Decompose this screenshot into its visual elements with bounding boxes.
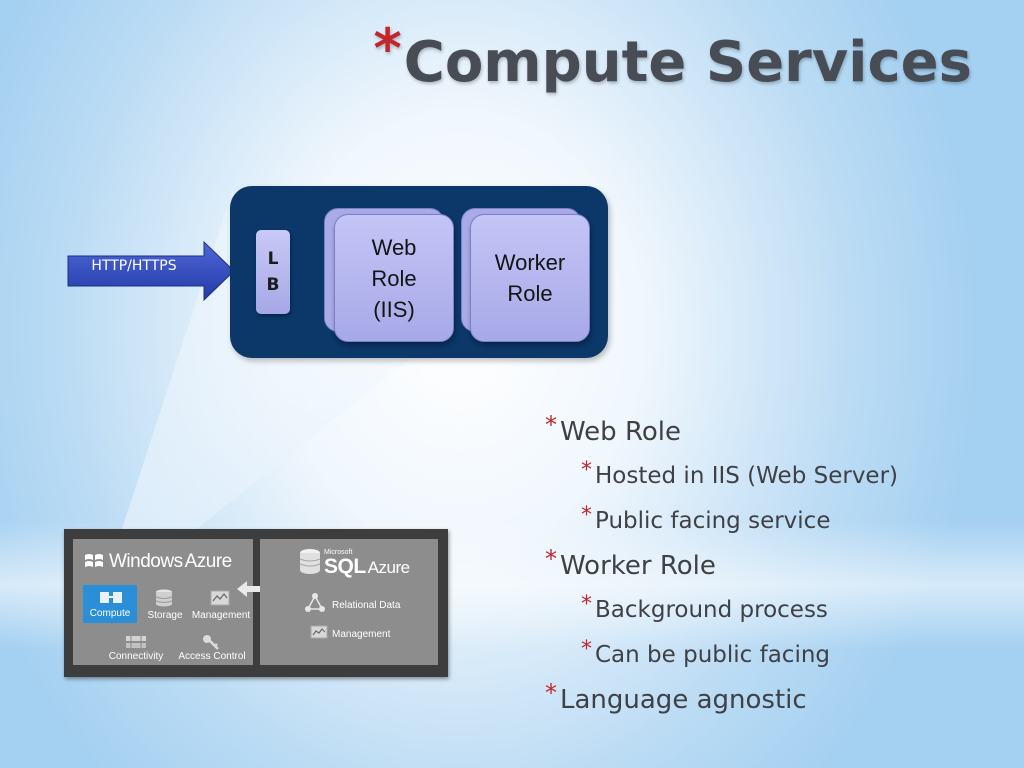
storage-icon — [155, 589, 173, 607]
storage-label: Storage — [147, 610, 183, 621]
bullet-marker: * — [581, 592, 592, 617]
bullet-text: Background process — [595, 597, 828, 623]
brand-sql: SQL — [324, 555, 366, 578]
sql-management-label: Management — [332, 629, 391, 640]
bullet-marker: * — [545, 679, 557, 707]
cloud-service-box: L B Web Role (IIS) Worker Role — [230, 186, 608, 358]
title-text: Compute Services — [403, 30, 972, 95]
sub-bullet-item: *Background process — [545, 588, 1005, 633]
microsoft-label: Microsoft — [324, 549, 353, 556]
bullet-marker: * — [545, 545, 557, 573]
http-https-label: HTTP/HTTPS — [91, 258, 177, 274]
access-control-icon — [203, 635, 219, 650]
management-icon — [210, 590, 230, 606]
compute-label: Compute — [89, 608, 131, 619]
connectivity-label: Connectivity — [108, 651, 164, 662]
connectivity-icon — [126, 634, 146, 650]
worker-role-box: Worker Role — [470, 214, 590, 342]
web-role-line-2: Role — [371, 265, 417, 291]
bullet-list: *Web Role *Hosted in IIS (Web Server) *P… — [545, 410, 1005, 722]
brand-sql-azure: Azure — [367, 558, 410, 577]
sql-management-icon — [310, 625, 328, 639]
sql-cylinder-icon — [299, 549, 321, 574]
bullet-marker: * — [581, 637, 592, 662]
bullet-marker: * — [581, 503, 592, 528]
slide-title: *Compute Services — [373, 17, 972, 95]
http-arrow-icon — [67, 240, 235, 302]
sub-bullet-item: *Can be public facing — [545, 633, 1005, 678]
management-label: Management — [191, 610, 251, 621]
load-balancer: L B — [256, 230, 290, 314]
compute-icon — [100, 592, 122, 603]
compute-highlight — [83, 585, 137, 623]
worker-role-line-2: Role — [507, 281, 553, 306]
worker-role-line-1: Worker — [494, 250, 566, 275]
sub-bullet-item: *Public facing service — [545, 499, 1005, 544]
relational-data-icon — [305, 593, 325, 612]
web-role-box: Web Role (IIS) — [334, 214, 454, 342]
bullet-text: Language agnostic — [560, 685, 807, 715]
bullet-item: *Worker Role — [545, 544, 1005, 588]
bullet-item: *Web Role — [545, 410, 1005, 454]
sub-bullet-item: *Hosted in IIS (Web Server) — [545, 454, 1005, 499]
brand-azure: Azure — [184, 551, 233, 572]
bullet-text: Hosted in IIS (Web Server) — [595, 463, 899, 489]
brand-windows: Windows — [109, 551, 183, 572]
access-control-label: Access Control — [178, 651, 246, 662]
web-role-line-1: Web — [371, 234, 417, 260]
lb-letter-2: B — [266, 275, 280, 295]
bullet-marker: * — [545, 411, 557, 439]
web-role-line-3: (IIS) — [373, 296, 415, 322]
bullet-text: Web Role — [560, 417, 681, 447]
windows-logo-icon — [85, 554, 103, 567]
title-bullet: * — [373, 17, 402, 80]
bullet-text: Public facing service — [595, 508, 831, 534]
lb-letter-1: L — [267, 249, 279, 269]
bullet-text: Worker Role — [560, 551, 716, 581]
bullet-text: Can be public facing — [595, 642, 831, 668]
relational-data-label: Relational Data — [332, 600, 401, 611]
bullet-item: *Language agnostic — [545, 678, 1005, 722]
bullet-marker: * — [581, 458, 592, 483]
